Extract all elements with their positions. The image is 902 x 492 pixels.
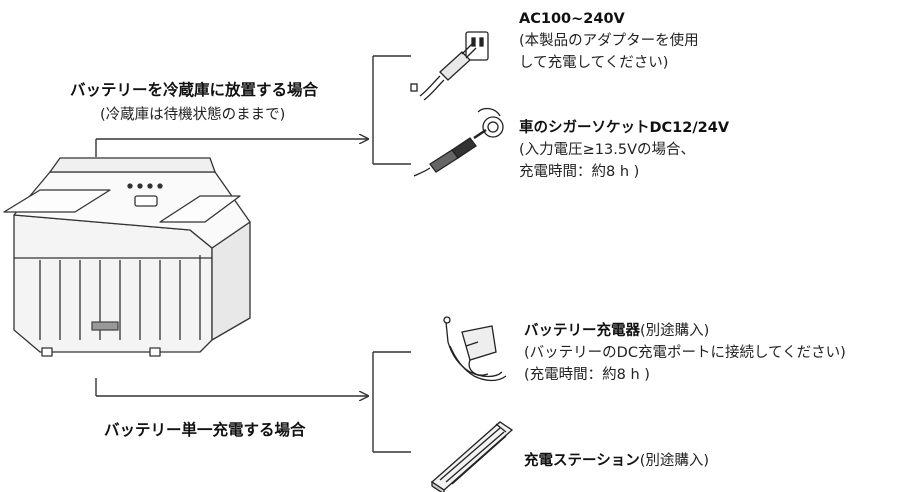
ac-option-title: AC100~240V bbox=[519, 11, 625, 27]
car-socket-icon bbox=[413, 107, 504, 177]
charger-option-suffix: (別途購入) bbox=[640, 323, 710, 339]
station-option-block: 充電ステーション(別途購入) bbox=[524, 450, 709, 472]
charger-option-note-1: (バッテリーのDC充電ポートに接続してください) bbox=[524, 345, 846, 361]
car-option-note-2: 充電時間：約8 h ) bbox=[519, 164, 640, 180]
charger-option-title: バッテリー充電器(別途購入) bbox=[524, 323, 710, 339]
battery-charger-icon bbox=[443, 316, 507, 382]
charging-station-icon bbox=[430, 421, 514, 492]
charger-option-block: バッテリー充電器(別途購入) (バッテリーのDC充電ポートに接続してください) … bbox=[524, 320, 846, 386]
ac-option-block: AC100~240V (本製品のアダプターを使用 して充電してください) bbox=[519, 8, 699, 74]
ac-plug-icon bbox=[410, 31, 489, 101]
case-fridge-subtitle: (冷蔵庫は待機状態のままで) bbox=[100, 107, 286, 123]
station-option-suffix: (別途購入) bbox=[639, 453, 710, 469]
case-fridge-title: バッテリーを冷蔵庫に放置する場合 bbox=[70, 81, 319, 99]
upper-branch-lines bbox=[95, 55, 411, 165]
car-option-block: 車のシガーソケットDC12/24V (入力電圧≥13.5Vの場合、 充電時間：約… bbox=[519, 117, 729, 183]
case-single-title: バッテリー単一充電する場合 bbox=[104, 421, 306, 439]
ac-option-note-1: (本製品のアダプターを使用 bbox=[519, 33, 699, 49]
charger-option-note-2: (充電時間：約8 h ) bbox=[524, 367, 650, 383]
ac-option-note-2: して充電してください) bbox=[519, 55, 669, 71]
battery-illustration bbox=[3, 157, 251, 357]
car-option-title: 車のシガーソケットDC12/24V bbox=[519, 120, 730, 136]
car-option-note-1: (入力電圧≥13.5Vの場合、 bbox=[519, 142, 696, 158]
lower-branch-lines bbox=[95, 351, 411, 453]
station-option-title: 充電ステーション(別途購入) bbox=[524, 453, 710, 469]
